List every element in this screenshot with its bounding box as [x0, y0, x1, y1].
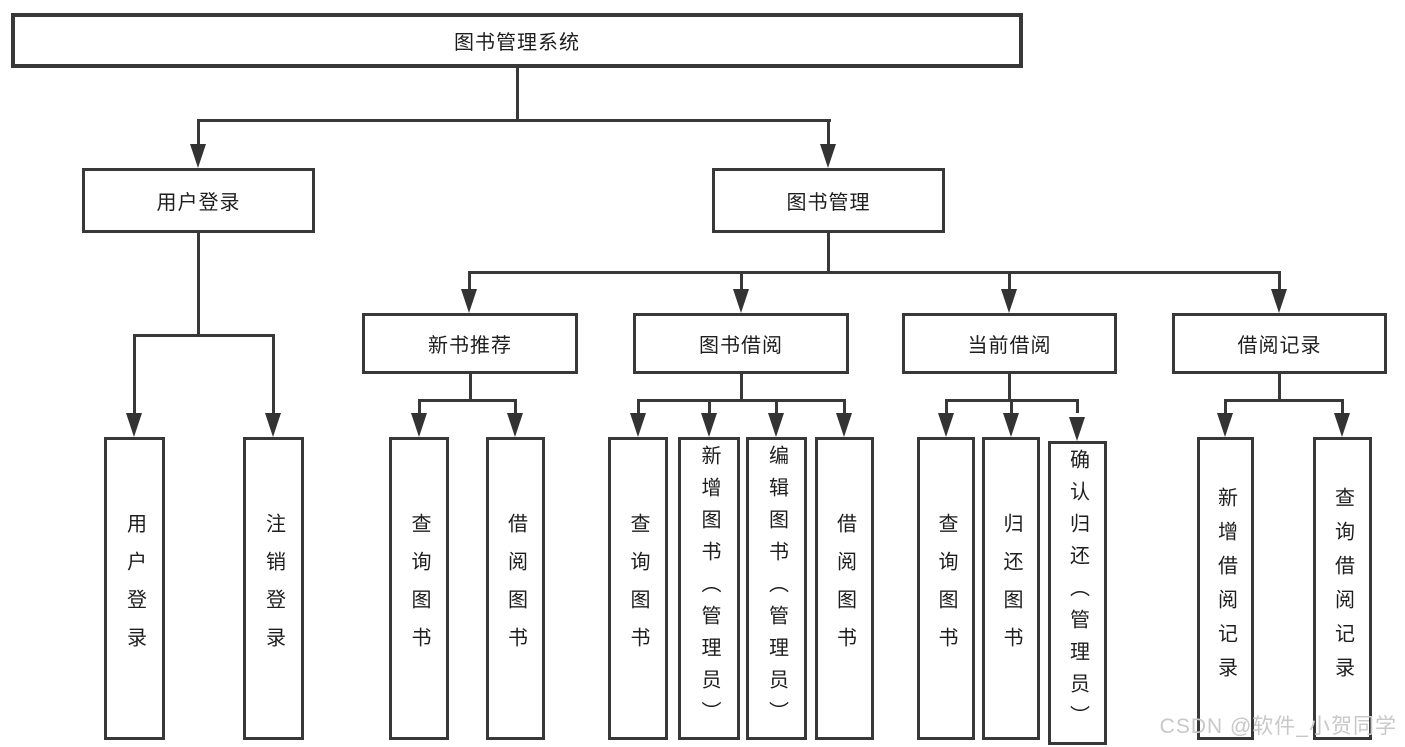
arrowhead-current-borrowing: [1001, 289, 1017, 313]
node-library-management-system: 图书管理系统: [11, 13, 1023, 68]
connector-root-rail: [197, 119, 831, 122]
leaf-bb-query-book: 查询图书: [608, 437, 668, 740]
leaf-bb-add-book-admin: 新增图书（管理员）: [678, 437, 740, 740]
leaf-cb-return-book-label: 归还图书: [1000, 512, 1022, 665]
leaf-bb-borrow-book: 借阅图书: [815, 437, 874, 740]
arrowhead-br-query: [1334, 413, 1350, 437]
arrowhead-cb-query: [938, 413, 954, 437]
connector-drop-bb-edit: [775, 399, 778, 413]
node-book-management: 图书管理: [712, 168, 945, 233]
connector-br-stem: [1278, 374, 1281, 402]
arrowhead-bb-edit: [768, 413, 784, 437]
connector-drop-bb-query: [637, 399, 640, 413]
leaf-br-query-record: 查询借阅记录: [1313, 437, 1372, 740]
connector-nbr-stem: [469, 374, 472, 402]
leaf-nbr-borrow-book: 借阅图书: [486, 437, 545, 740]
connector-cb-stem: [1008, 374, 1011, 402]
leaf-cb-query-book: 查询图书: [917, 437, 975, 740]
arrowhead-bb-borrow: [836, 413, 852, 437]
connector-bb-stem: [740, 374, 743, 402]
leaf-nbr-borrow-book-label: 借阅图书: [504, 512, 527, 665]
leaf-user-login: 用户登录: [104, 437, 165, 740]
connector-drop-br-add: [1224, 399, 1227, 413]
connector-drop-leaf-logout: [272, 334, 275, 415]
connector-drop-nbr-borrow: [514, 399, 517, 413]
leaf-bb-borrow-book-label: 借阅图书: [833, 512, 856, 665]
connector-br-rail: [1224, 399, 1344, 402]
leaf-user-login-label: 用户登录: [123, 512, 146, 665]
arrowhead-br-add: [1217, 413, 1233, 437]
arrowhead-book-management: [820, 144, 836, 168]
arrowhead-new-book-recommendation: [461, 289, 477, 313]
csdn-watermark: CSDN @软件_小贺同学: [1159, 715, 1397, 738]
arrowhead-bb-query: [630, 413, 646, 437]
connector-user-login-rail: [133, 334, 275, 337]
connector-user-login-stem: [197, 232, 200, 336]
connector-root-stem: [516, 68, 519, 122]
arrowhead-user-login: [190, 144, 206, 168]
leaf-bb-query-book-label: 查询图书: [627, 512, 649, 665]
connector-drop-cb-return: [1010, 399, 1013, 413]
connector-drop-book-borrowing: [740, 271, 743, 291]
arrowhead-cb-confirm: [1069, 417, 1085, 441]
leaf-cb-confirm-return-admin: 确认归还（管理员）: [1048, 441, 1107, 745]
connector-bb-rail: [637, 399, 846, 402]
leaf-bb-edit-book-admin-label: 编辑图书（管理员）: [765, 444, 788, 733]
node-current-borrowing: 当前借阅: [902, 313, 1117, 374]
connector-drop-cb-query: [945, 399, 948, 413]
leaf-bb-add-book-admin-label: 新增图书（管理员）: [698, 444, 720, 733]
connector-drop-current-borrowing: [1008, 271, 1011, 291]
node-borrowing-records: 借阅记录: [1172, 313, 1387, 374]
node-user-login: 用户登录: [82, 168, 315, 233]
connector-drop-book-management: [827, 119, 830, 149]
node-book-borrowing: 图书借阅: [633, 313, 849, 374]
connector-drop-bb-borrow: [843, 399, 846, 413]
arrowhead-cb-return: [1003, 413, 1019, 437]
connector-drop-nbr-query: [418, 399, 421, 413]
arrowhead-book-borrowing: [733, 289, 749, 313]
arrowhead-leaf-logout: [265, 413, 281, 437]
connector-nbr-rail: [418, 399, 517, 402]
arrowhead-nbr-query: [411, 413, 427, 437]
leaf-logout-label: 注销登录: [262, 512, 285, 665]
leaf-bb-edit-book-admin: 编辑图书（管理员）: [746, 437, 807, 740]
leaf-br-query-record-label: 查询借阅记录: [1331, 486, 1354, 691]
connector-book-management-stem: [827, 232, 830, 274]
leaf-logout: 注销登录: [243, 437, 304, 740]
node-new-book-recommendation: 新书推荐: [362, 313, 578, 374]
connector-drop-user-login: [197, 119, 200, 149]
arrowhead-bb-add: [701, 413, 717, 437]
connector-drop-cb-confirm: [1076, 399, 1079, 413]
leaf-nbr-query-book: 查询图书: [389, 437, 449, 740]
connector-drop-bb-add: [708, 399, 711, 413]
leaf-cb-query-book-label: 查询图书: [935, 512, 957, 665]
arrowhead-borrowing-records: [1271, 289, 1287, 313]
connector-drop-leaf-user-login: [133, 334, 136, 415]
leaf-cb-confirm-return-admin-label: 确认归还（管理员）: [1066, 449, 1089, 737]
connector-drop-new-book-recommendation: [468, 271, 471, 291]
arrowhead-nbr-borrow: [507, 413, 523, 437]
connector-drop-br-query: [1341, 399, 1344, 413]
leaf-cb-return-book: 归还图书: [982, 437, 1040, 740]
leaf-br-add-record: 新增借阅记录: [1197, 437, 1254, 740]
leaf-br-add-record-label: 新增借阅记录: [1214, 486, 1237, 691]
leaf-nbr-query-book-label: 查询图书: [408, 512, 430, 665]
connector-drop-borrowing-records: [1278, 271, 1281, 291]
arrowhead-leaf-user-login: [126, 413, 142, 437]
connector-book-management-rail: [469, 271, 1281, 274]
